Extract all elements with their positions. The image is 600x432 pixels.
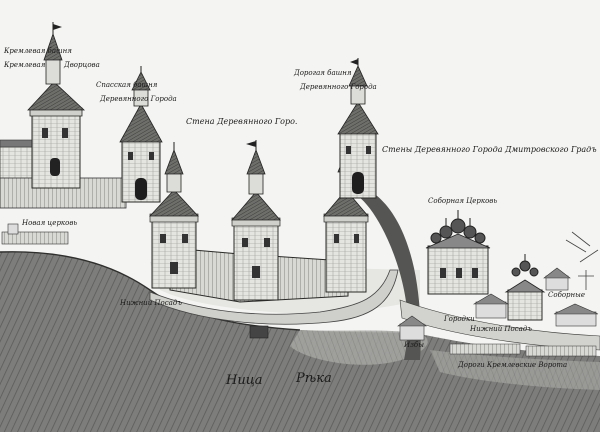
label-small-house: Избы — [404, 341, 424, 349]
church-far-right — [504, 254, 546, 321]
trees-right — [565, 231, 599, 290]
label-tower-center-b: Деревянного Города — [300, 83, 377, 91]
ravine — [358, 192, 421, 360]
wooden-tower-left — [149, 142, 199, 289]
church-center-right — [425, 210, 491, 295]
label-bottom: Нижний Посадъ — [120, 299, 182, 307]
label-tower-left-mid: Кремлевая — [4, 61, 46, 69]
wooden-tower-tall — [337, 58, 379, 199]
road — [149, 269, 399, 325]
label-tower-second: Спасская башня — [96, 81, 158, 89]
label-river-b: Рѣка — [296, 371, 332, 386]
slope-patch — [290, 330, 428, 365]
label-tower-left-town: Дворцова — [64, 61, 100, 69]
label-wooden-city-long: Стены Деревянного Города Дмитровского Гр… — [382, 145, 597, 154]
kremlin-tower-left — [27, 22, 86, 189]
label-wooden-city: Стена Деревянного Горо. — [186, 117, 298, 126]
label-bottom-right: Дороги Кремлевские Ворота — [458, 361, 568, 369]
slope-patch-right — [430, 350, 600, 390]
kremlin-tower-second — [119, 66, 163, 203]
label-right-church: Соборная Церковь — [428, 197, 498, 205]
label-right-street: Городки — [444, 315, 475, 323]
label-left-church: Новая церковь — [22, 219, 78, 227]
label-river: Ница — [226, 373, 263, 388]
label-right-street-b: Нижний Посадъ — [470, 325, 532, 333]
lowland-road — [399, 299, 600, 351]
wooden-tower-right — [323, 146, 369, 293]
label-far-right: Соборные — [548, 291, 585, 299]
bridge — [249, 325, 269, 339]
wooden-tower-center — [231, 140, 281, 301]
houses-right — [397, 267, 599, 357]
left-fence — [1, 223, 69, 245]
label-tower-center: Дорогая башня — [294, 69, 352, 77]
label-tower-left-top: Кремлевая башня — [4, 47, 72, 55]
label-tower-second-b: Деревянного Города — [100, 95, 177, 103]
